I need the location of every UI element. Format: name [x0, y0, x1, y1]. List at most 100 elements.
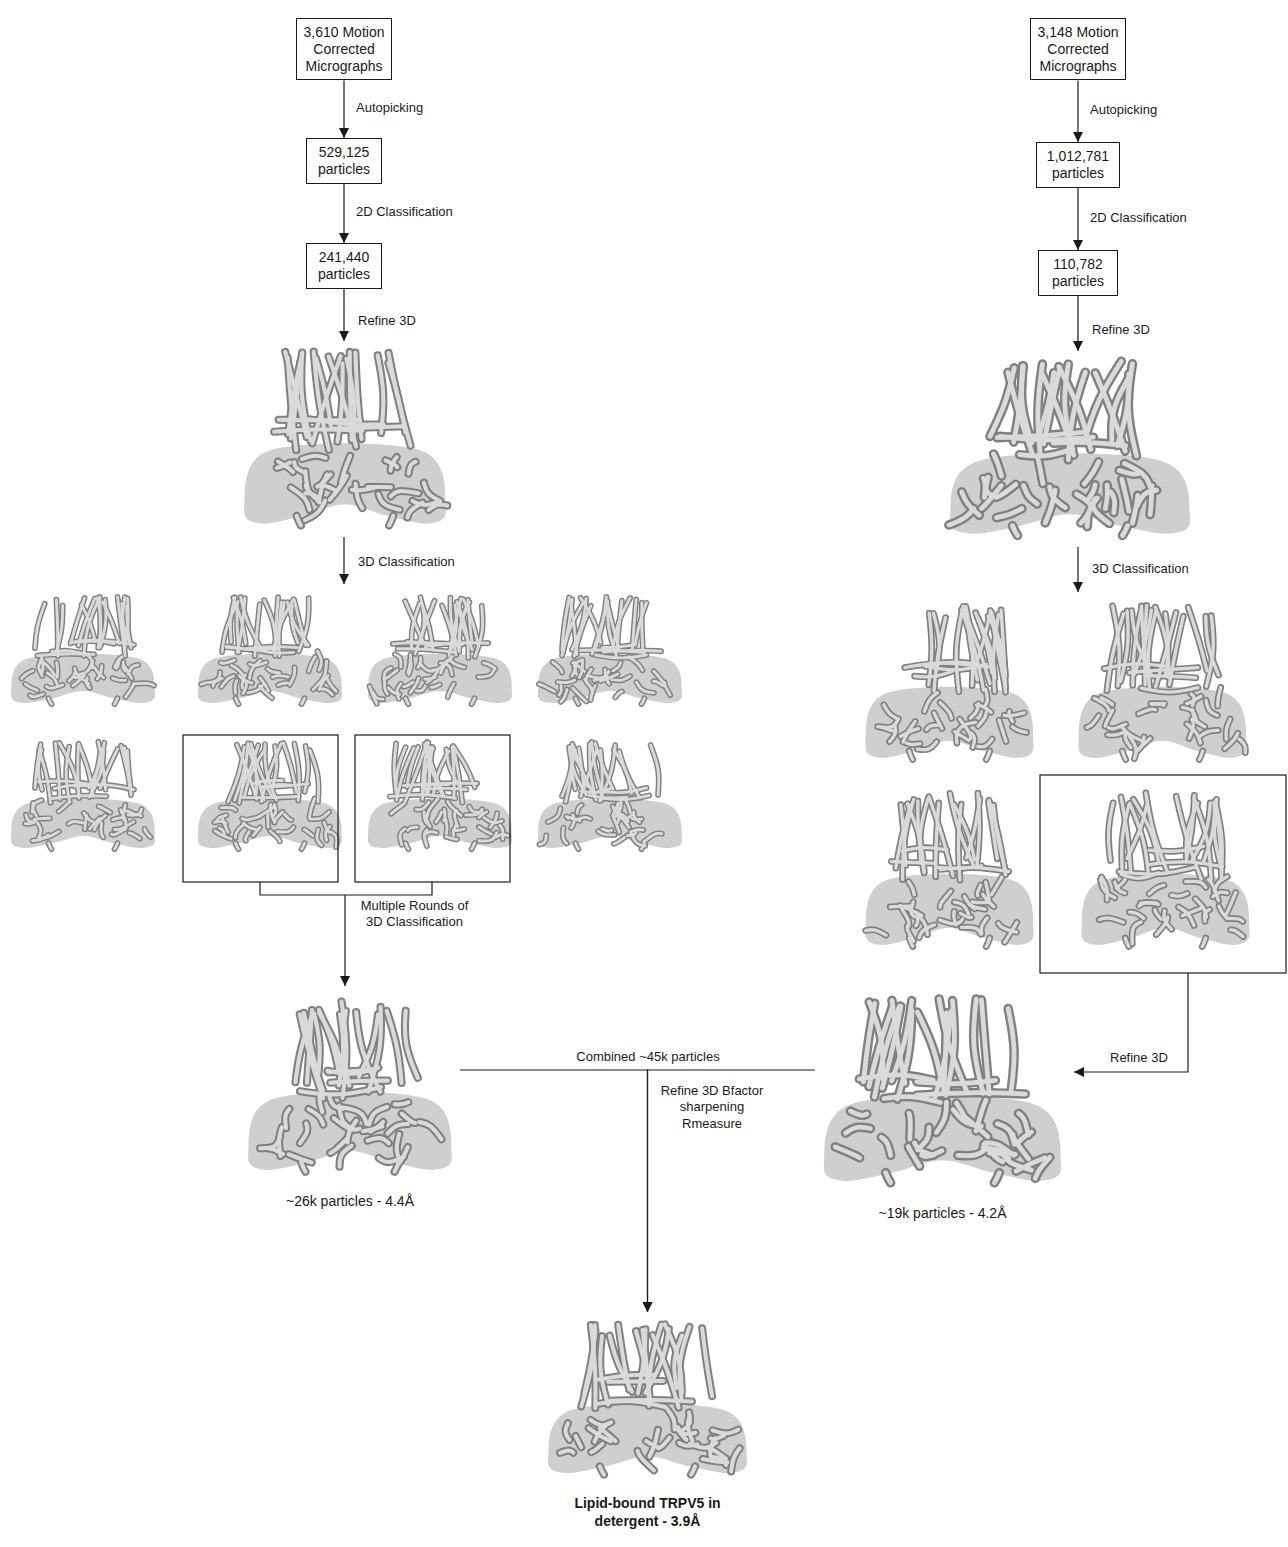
map-tube-highlight: [235, 680, 237, 693]
map-tube: [115, 698, 118, 704]
map-tube: [406, 843, 409, 849]
map-body: [244, 443, 446, 523]
map-tube-highlight: [585, 679, 593, 693]
map-tube-highlight: [245, 832, 249, 841]
map-tube-highlight: [397, 1134, 399, 1157]
map-caption: Lipid-bound TRPV5 in detergent - 3.9Å: [573, 1495, 723, 1530]
map-tube: [632, 830, 643, 831]
map-tube-highlight: [125, 598, 129, 648]
map-tube-highlight: [1094, 698, 1109, 710]
map-tube-highlight: [478, 669, 494, 677]
map-tube: [274, 430, 362, 432]
map-tube-highlight: [974, 999, 984, 1093]
map-tube-highlight: [1189, 719, 1193, 738]
map-tube-highlight: [330, 1081, 387, 1083]
map-tube: [600, 1466, 604, 1474]
map-tube-highlight: [731, 1448, 740, 1471]
map-tube-highlight: [909, 751, 913, 760]
step-label: Refine 3D Bfactor sharpening Rmeasure: [656, 1083, 768, 1132]
map-body: [248, 1092, 452, 1170]
map-tube: [290, 667, 295, 684]
map-tube-highlight: [1004, 713, 1024, 716]
map-tube-highlight: [32, 800, 41, 812]
map-tube-highlight: [232, 665, 243, 674]
step-label: Refine 3D: [1092, 322, 1150, 338]
map-tube: [866, 930, 886, 935]
map-tube-highlight: [909, 938, 913, 947]
map-tube-highlight: [994, 1173, 999, 1183]
map-tube-highlight: [300, 1123, 307, 1143]
map-tube: [1171, 894, 1187, 897]
map-tube-highlight: [1107, 614, 1124, 691]
map-tube-highlight: [35, 604, 45, 648]
map-tube-highlight: [284, 814, 291, 820]
map-tube: [408, 827, 418, 830]
step-label: Refine 3D: [358, 313, 416, 329]
map-tube-highlight: [261, 784, 309, 787]
map-tube: [453, 829, 464, 830]
map-tube-highlight: [84, 653, 92, 668]
map-tube: [1024, 486, 1038, 504]
map-tube-highlight: [917, 1012, 941, 1085]
map-tube-highlight: [539, 684, 555, 692]
map-tube: [978, 712, 986, 726]
count-box: 529,125 particles: [306, 138, 382, 184]
map-tube-highlight: [328, 1070, 372, 1072]
map-tube: [1013, 526, 1018, 536]
map-tube: [1012, 727, 1026, 732]
map-tube-highlight: [835, 1147, 859, 1158]
map-tube-highlight: [288, 358, 296, 451]
map-tube-highlight: [615, 691, 622, 697]
step-label: 3D Classification: [358, 554, 455, 570]
map-tube-highlight: [977, 885, 980, 896]
map-tube-highlight: [978, 739, 992, 747]
map-tube-highlight: [389, 353, 411, 446]
map-tube-highlight: [242, 817, 260, 820]
map-tube-highlight: [239, 743, 248, 803]
map-tube-highlight: [644, 833, 662, 842]
density-map: [865, 606, 1033, 759]
map-tube-highlight: [916, 913, 918, 926]
map-tube: [881, 1137, 890, 1155]
map-tube: [1138, 709, 1155, 714]
map-tube-highlight: [484, 663, 496, 669]
map-tube-highlight: [304, 1013, 321, 1087]
map-tube-highlight: [261, 744, 281, 802]
map-tube-highlight: [936, 803, 939, 877]
map-tube-highlight: [472, 843, 475, 849]
map-tube: [916, 913, 918, 926]
map-tube-highlight: [297, 516, 301, 526]
map-tube: [318, 651, 322, 670]
map-tube-highlight: [1119, 470, 1141, 474]
map-tube-highlight: [1108, 732, 1125, 735]
map-tube-highlight: [479, 833, 497, 841]
map-tube-highlight: [73, 675, 85, 685]
map-tube: [389, 516, 393, 526]
map-tube-highlight: [981, 918, 987, 934]
map-tube: [548, 808, 561, 822]
map-tube-highlight: [55, 743, 60, 799]
density-map: [538, 742, 682, 849]
map-tube-highlight: [576, 698, 579, 704]
map-tube-highlight: [273, 602, 284, 651]
map-tube-highlight: [996, 484, 1016, 497]
map-tube-highlight: [1145, 676, 1195, 678]
map-tube-highlight: [409, 660, 412, 674]
map-tube-highlight: [1020, 449, 1073, 456]
map-tube-highlight: [955, 732, 969, 741]
map-tube-highlight: [217, 815, 227, 820]
map-tube: [235, 825, 243, 838]
map-tube-highlight: [431, 685, 440, 688]
count-box: 110,782 particles: [1038, 250, 1118, 296]
map-tube-highlight: [632, 830, 643, 831]
map-tube: [1226, 893, 1235, 915]
map-tube-highlight: [584, 1331, 595, 1394]
map-tube-highlight: [235, 825, 243, 838]
map-tube-highlight: [577, 805, 582, 813]
map-tube-highlight: [906, 743, 920, 744]
map-tube: [1186, 881, 1206, 887]
map-tube: [956, 606, 963, 691]
map-tube-highlight: [368, 1138, 389, 1143]
map-tube: [1084, 462, 1098, 484]
map-tube-highlight: [929, 613, 932, 685]
